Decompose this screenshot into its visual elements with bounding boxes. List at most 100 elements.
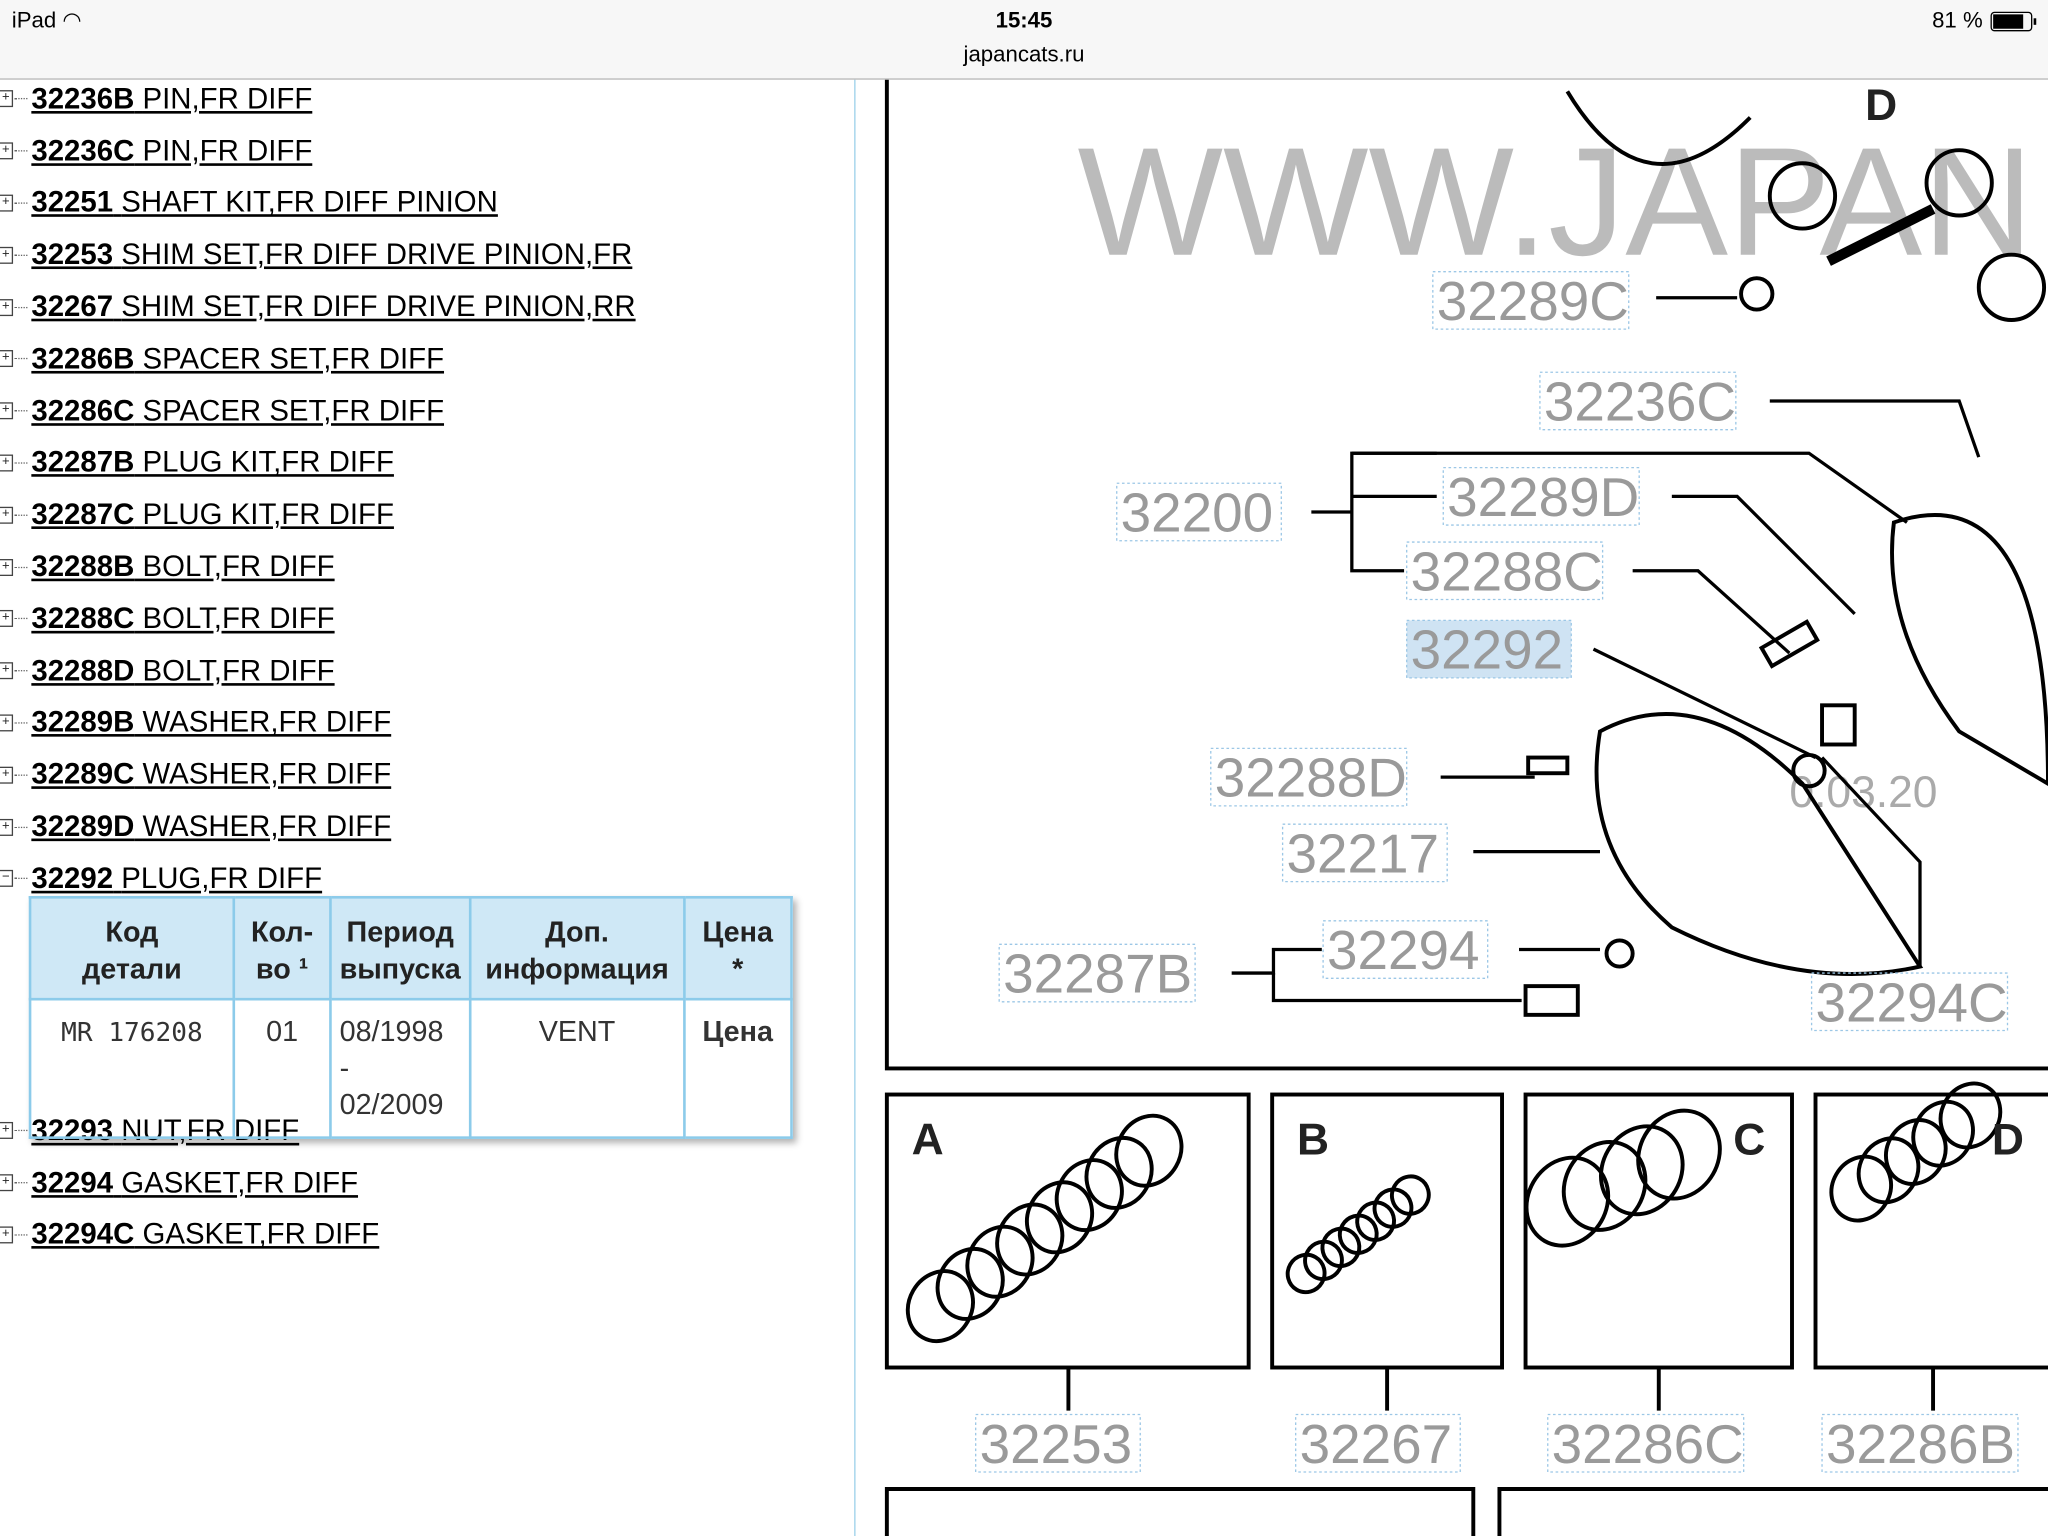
part-link[interactable]: 32294 GASKET,FR DIFF — [31, 1166, 358, 1200]
list-item: +32267 SHIM SET,FR DIFF DRIVE PINION,RR — [0, 281, 854, 333]
callout-32200[interactable]: 32200 — [1116, 482, 1282, 544]
svg-text:32288C: 32288C — [1411, 540, 1603, 602]
inset-letter: D — [1992, 1116, 2024, 1165]
list-item: +32287C PLUG KIT,FR DIFF — [0, 489, 854, 541]
expand-icon[interactable]: + — [0, 1226, 14, 1244]
col-info: Доп.информация — [468, 895, 686, 1001]
svg-text:32292: 32292 — [1411, 619, 1564, 681]
expand-icon[interactable]: + — [0, 142, 14, 160]
part-link[interactable]: 32287B PLUG KIT,FR DIFF — [31, 446, 394, 480]
watermark: WWW.JAPAN — [1078, 115, 2034, 288]
part-link[interactable]: 32288C BOLT,FR DIFF — [31, 602, 334, 636]
price-link[interactable]: Цена — [682, 997, 793, 1139]
part-name: SPACER SET,FR DIFF — [142, 342, 445, 375]
expand-icon[interactable]: + — [0, 194, 14, 212]
inset-letter: D — [1865, 81, 1897, 130]
part-code: 32289C — [31, 757, 135, 791]
tree-connector — [14, 826, 28, 828]
part-link[interactable]: 32236C PIN,FR DIFF — [31, 134, 312, 168]
tree-connector — [14, 150, 28, 152]
svg-text:32294: 32294 — [1327, 919, 1480, 981]
svg-text:32289C: 32289C — [1437, 270, 1629, 332]
list-item: +32288C BOLT,FR DIFF — [0, 593, 854, 645]
callout-32217[interactable]: 32217 — [1281, 822, 1448, 884]
expand-icon[interactable]: + — [0, 1122, 14, 1140]
part-link[interactable]: 32253 SHIM SET,FR DIFF DRIVE PINION,FR — [31, 238, 632, 272]
tree-connector — [14, 1130, 28, 1132]
expand-icon[interactable]: + — [0, 1174, 14, 1192]
list-item: +32251 SHAFT KIT,FR DIFF PINION — [0, 177, 854, 229]
callout-32267[interactable]: 32267 — [1295, 1413, 1461, 1475]
callout-32287B[interactable]: 32287B — [998, 943, 1196, 1005]
expand-icon[interactable]: + — [0, 506, 14, 524]
expand-icon[interactable]: + — [0, 402, 14, 420]
list-item: +32253 SHIM SET,FR DIFF DRIVE PINION,FR — [0, 229, 854, 281]
part-link[interactable]: 32289C WASHER,FR DIFF — [31, 758, 391, 792]
list-item: +32288D BOLT,FR DIFF — [0, 645, 854, 697]
expand-icon[interactable]: + — [0, 714, 14, 732]
svg-text:32200: 32200 — [1121, 482, 1274, 544]
part-name: PLUG KIT,FR DIFF — [142, 445, 394, 479]
quantity: 01 — [232, 997, 332, 1139]
list-item: +32286B SPACER SET,FR DIFF — [0, 333, 854, 385]
part-link[interactable]: 32251 SHAFT KIT,FR DIFF PINION — [31, 186, 498, 220]
callout-32286B[interactable]: 32286B — [1821, 1413, 2019, 1475]
callout-32288C[interactable]: 32288C — [1406, 540, 1604, 602]
callout-32236C[interactable]: 32236C — [1539, 371, 1737, 433]
tree-connector — [14, 358, 28, 360]
expand-icon[interactable]: + — [0, 766, 14, 784]
svg-text:32286B: 32286B — [1826, 1413, 2015, 1475]
expand-icon[interactable]: + — [0, 662, 14, 680]
svg-text:32236C: 32236C — [1544, 371, 1736, 433]
part-link[interactable]: 32267 SHIM SET,FR DIFF DRIVE PINION,RR — [31, 290, 635, 324]
callout-32294C[interactable]: 32294C — [1810, 971, 2009, 1033]
part-name: GASKET,FR DIFF — [142, 1217, 380, 1251]
expand-icon[interactable]: + — [0, 818, 14, 836]
part-name: PIN,FR DIFF — [142, 134, 313, 167]
part-link[interactable]: 32289D WASHER,FR DIFF — [31, 810, 391, 844]
wifi-icon: ◠ — [62, 7, 82, 33]
callout-32288D[interactable]: 32288D — [1210, 747, 1408, 809]
part-link[interactable]: 32292 PLUG,FR DIFF — [31, 862, 322, 896]
part-link[interactable]: 32288D BOLT,FR DIFF — [31, 654, 334, 688]
part-link[interactable]: 32236B PIN,FR DIFF — [31, 82, 312, 116]
callout-32289D[interactable]: 32289D — [1442, 466, 1640, 528]
part-link[interactable]: 32289B WASHER,FR DIFF — [31, 706, 391, 740]
list-item: +32289C WASHER,FR DIFF — [0, 749, 854, 801]
callout-32289C[interactable]: 32289C — [1432, 270, 1630, 332]
list-item: +32286C SPACER SET,FR DIFF — [0, 385, 854, 437]
expand-icon[interactable]: + — [0, 90, 14, 108]
callout-32286C[interactable]: 32286C — [1547, 1413, 1745, 1475]
callout-32294[interactable]: 32294 — [1322, 919, 1489, 981]
svg-text:32217: 32217 — [1287, 822, 1440, 884]
clock: 15:45 — [995, 7, 1053, 33]
callout-32253[interactable]: 32253 — [975, 1413, 1141, 1475]
expand-icon[interactable]: + — [0, 558, 14, 576]
part-drawings — [1523, 90, 2048, 1017]
part-link[interactable]: 32286B SPACER SET,FR DIFF — [31, 342, 444, 376]
expand-icon[interactable]: + — [0, 610, 14, 628]
list-item: +32287B PLUG KIT,FR DIFF — [0, 437, 854, 489]
part-name: SHIM SET,FR DIFF DRIVE PINION,RR — [121, 290, 636, 323]
expand-icon[interactable]: + — [0, 350, 14, 368]
expand-icon[interactable]: + — [0, 454, 14, 472]
part-link[interactable]: 32294C GASKET,FR DIFF — [31, 1218, 379, 1252]
col-qty: Кол-во ¹ — [232, 895, 332, 1001]
part-link[interactable]: 32287C PLUG KIT,FR DIFF — [31, 498, 394, 532]
svg-text:32294C: 32294C — [1816, 971, 2008, 1033]
part-number: MR 176208 — [28, 997, 236, 1139]
url-bar[interactable]: japancats.ru — [963, 41, 1085, 67]
callout-32292[interactable]: 32292 — [1406, 619, 1572, 681]
part-code: 32288D — [31, 653, 135, 687]
part-link[interactable]: 32288B BOLT,FR DIFF — [31, 550, 334, 584]
part-link[interactable]: 32286C SPACER SET,FR DIFF — [31, 394, 444, 428]
expand-icon[interactable]: + — [0, 246, 14, 264]
parts-list: +32236B PIN,FR DIFF +32236C PIN,FR DIFF +3… — [0, 73, 854, 905]
tree-connector — [14, 566, 28, 568]
expand-icon[interactable]: + — [0, 298, 14, 316]
part-name: SPACER SET,FR DIFF — [142, 394, 445, 427]
collapse-icon[interactable]: − — [0, 870, 14, 888]
